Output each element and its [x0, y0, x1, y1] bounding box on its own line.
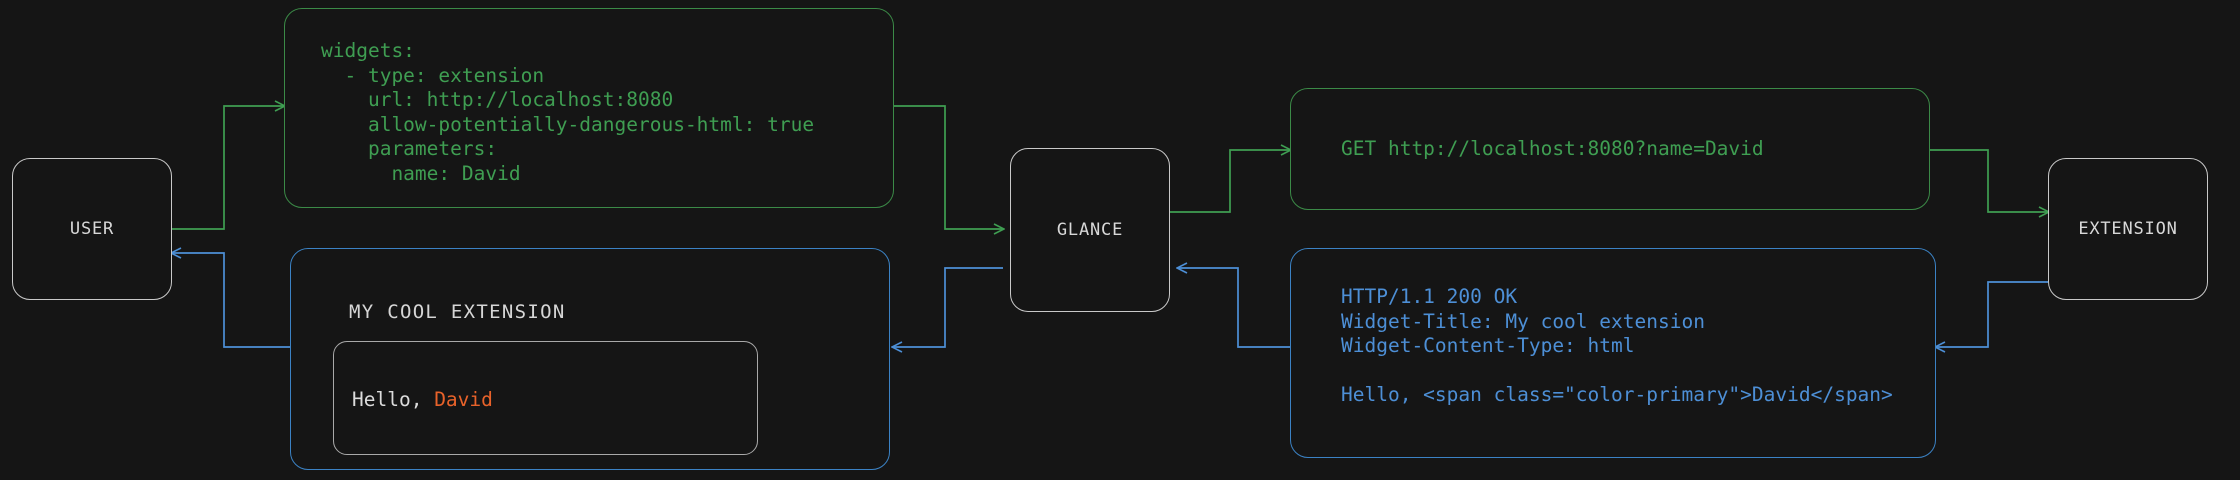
response-block: HTTP/1.1 200 OK Widget-Title: My cool ex… — [1290, 248, 1936, 458]
node-user[interactable]: USER — [12, 158, 172, 300]
edge-config-to-glance — [893, 105, 1003, 229]
edge-glance-to-request — [1170, 150, 1290, 213]
widget-preview-title: MY COOL EXTENSION — [349, 301, 566, 323]
widget-preview-block: MY COOL EXTENSION Hello, David — [290, 248, 890, 470]
request-block-code: GET http://localhost:8080?name=David — [1341, 137, 1764, 160]
edge-user-to-config — [172, 106, 284, 230]
edge-widget-to-user — [172, 253, 290, 348]
response-block-code: HTTP/1.1 200 OK Widget-Title: My cool ex… — [1341, 285, 1893, 406]
widget-preview-greeting: Hello, David — [352, 388, 493, 411]
edge-extension-to-response — [1936, 281, 2048, 347]
config-block-code: widgets: - type: extension url: http://l… — [321, 39, 815, 185]
edge-request-to-extension — [1930, 149, 2048, 212]
widget-greeting-name: David — [434, 388, 493, 411]
edge-glance-to-widget — [893, 267, 1003, 347]
widget-preview-body: Hello, David — [333, 341, 758, 455]
widget-greeting-prefix: Hello, — [352, 388, 435, 411]
node-user-label: USER — [69, 219, 115, 239]
node-glance-label: GLANCE — [1056, 220, 1124, 240]
node-extension-label: EXTENSION — [2078, 219, 2178, 239]
config-block: widgets: - type: extension url: http://l… — [284, 8, 894, 208]
edge-response-to-glance — [1178, 268, 1290, 348]
node-glance[interactable]: GLANCE — [1010, 148, 1170, 312]
node-extension[interactable]: EXTENSION — [2048, 158, 2208, 300]
request-block: GET http://localhost:8080?name=David — [1290, 88, 1930, 210]
